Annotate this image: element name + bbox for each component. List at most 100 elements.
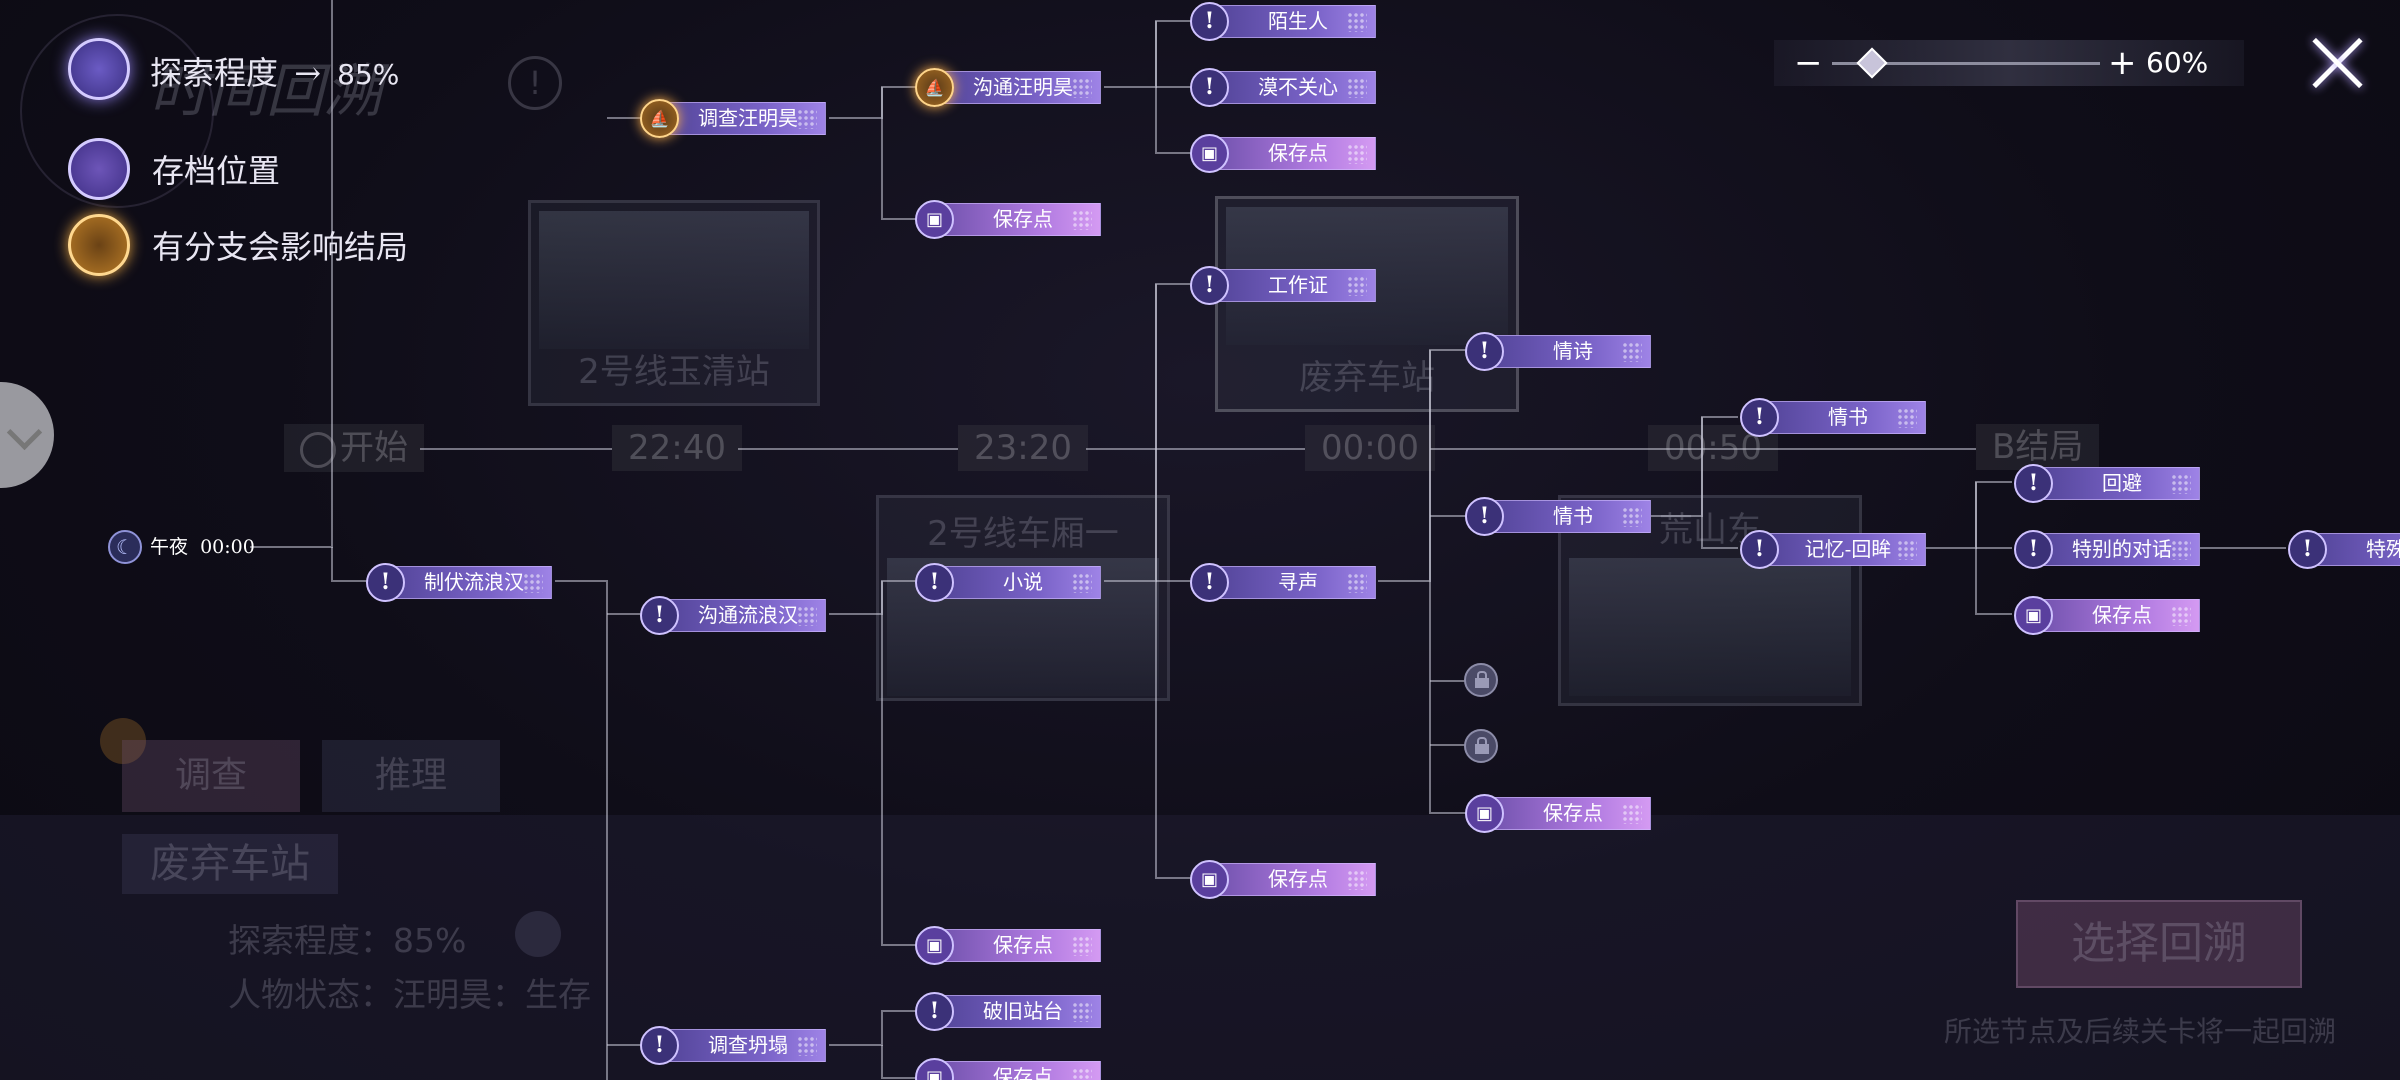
- save-folder-icon: [68, 138, 130, 200]
- zoom-control: − + 60%: [1774, 40, 2244, 86]
- node-dots-deco: [1897, 540, 1917, 560]
- node-label: 漠不关心: [1258, 75, 1338, 99]
- story-node[interactable]: !破旧站台: [915, 992, 1101, 1031]
- save-point-node[interactable]: ▣保存点: [915, 1058, 1101, 1080]
- node-label: 调查汪明昊: [698, 106, 798, 130]
- node-dots-deco: [1347, 78, 1367, 98]
- progress-legend: 探索程度 → 85%: [150, 48, 399, 94]
- story-node[interactable]: ! 回避: [2014, 464, 2200, 503]
- node-bar: [1752, 401, 1926, 434]
- exclamation-icon: !: [1740, 398, 1779, 437]
- node-label: 特别的对话: [2072, 537, 2172, 561]
- ghost-branch-icon: [100, 718, 146, 764]
- branch-legend: 有分支会影响结局: [152, 228, 409, 266]
- story-node[interactable]: ! 特殊梦: [2288, 530, 2400, 569]
- node-bar: [1752, 533, 1926, 566]
- node-label: 保存点: [1543, 801, 1603, 825]
- info-progress: 探索程度：85%: [228, 921, 467, 960]
- story-node[interactable]: !漠不关心: [1190, 68, 1376, 107]
- exclamation-icon: !: [640, 596, 679, 635]
- node-bar: [1202, 71, 1376, 104]
- zoom-out-button[interactable]: −: [1794, 43, 1823, 83]
- exclamation-icon: !: [2014, 464, 2053, 503]
- node-dots-deco: [2171, 540, 2191, 560]
- node-label: 保存点: [1268, 867, 1328, 891]
- node-label: 回避: [2102, 471, 2142, 495]
- branch-node[interactable]: ⛵ 调查汪明昊: [640, 99, 826, 138]
- branch-node[interactable]: ⛵沟通汪明昊: [915, 68, 1101, 107]
- save-point-node[interactable]: ▣保存点: [915, 926, 1101, 965]
- start-marker: 开始: [284, 424, 424, 472]
- node-label: 保存点: [993, 1065, 1053, 1080]
- node-bar: [1477, 500, 1651, 533]
- save-point-node[interactable]: ▣保存点: [1190, 860, 1376, 899]
- lock-shackle: [1477, 671, 1487, 680]
- locked-node[interactable]: [1464, 663, 1498, 697]
- scene-card-1: 2号线玉清站: [528, 200, 820, 406]
- node-bar: [927, 995, 1101, 1028]
- node-bar: [1477, 335, 1651, 368]
- ghost-info-icon: !: [508, 56, 562, 110]
- branch-sail-icon: ⛵: [640, 99, 679, 138]
- scene-caption: 废弃车站: [1299, 358, 1435, 398]
- node-bar: [2026, 599, 2200, 632]
- exclamation-icon: !: [2288, 530, 2327, 569]
- node-bar: [1202, 863, 1376, 896]
- node-dots-deco: [1347, 12, 1367, 32]
- locked-node[interactable]: [1464, 729, 1498, 763]
- node-bar: [1202, 269, 1376, 302]
- exclamation-icon: !: [915, 563, 954, 602]
- node-label: 制伏流浪汉: [424, 570, 524, 594]
- node-dots-deco: [1347, 144, 1367, 164]
- node-label: 小说: [1003, 570, 1043, 594]
- node-bar: [652, 102, 826, 135]
- story-node[interactable]: !寻声: [1190, 563, 1376, 602]
- save-point-node[interactable]: ▣保存点: [2014, 596, 2200, 635]
- node-bar: [652, 599, 826, 632]
- node-dots-deco: [1072, 1068, 1092, 1080]
- save-point-node[interactable]: ▣保存点: [915, 200, 1101, 239]
- select-rewind-button[interactable]: 选择回溯: [2016, 900, 2302, 988]
- node-bar: [1477, 797, 1651, 830]
- time-marker: 23:20: [958, 425, 1088, 471]
- zoom-slider-thumb[interactable]: [1856, 47, 1888, 79]
- node-label: 沟通流浪汉: [698, 603, 798, 627]
- node-label: 保存点: [2092, 603, 2152, 627]
- exclamation-icon: !: [2014, 530, 2053, 569]
- story-node[interactable]: ! 特别的对话: [2014, 530, 2200, 569]
- story-node[interactable]: !情诗: [1465, 332, 1651, 371]
- time-marker: 22:40: [612, 425, 742, 471]
- node-label: 沟通汪明昊: [973, 75, 1073, 99]
- close-button[interactable]: [2308, 34, 2366, 92]
- zoom-in-button[interactable]: +: [2108, 43, 2137, 83]
- story-node[interactable]: !制伏流浪汉: [366, 563, 552, 602]
- save-folder-icon: ▣: [1465, 794, 1504, 833]
- story-node[interactable]: !工作证: [1190, 266, 1376, 305]
- moon-icon: ☾: [108, 530, 142, 564]
- node-bar: [2026, 467, 2200, 500]
- story-node[interactable]: !陌生人: [1190, 2, 1376, 41]
- save-point-node[interactable]: ▣ 保存点: [1465, 794, 1651, 833]
- story-node[interactable]: ! 情书: [1740, 398, 1926, 437]
- tab-reason: 推理: [322, 740, 500, 812]
- node-dots-deco: [797, 109, 817, 129]
- node-label: 破旧站台: [983, 999, 1063, 1023]
- story-node[interactable]: ! 小说: [915, 563, 1101, 602]
- node-label: 工作证: [1268, 273, 1328, 297]
- node-label: 情书: [1828, 405, 1868, 429]
- lock-icon: [1475, 744, 1489, 754]
- node-label: 陌生人: [1268, 9, 1328, 33]
- story-node[interactable]: !调查坍塌: [640, 1026, 826, 1065]
- story-node[interactable]: ! 沟通流浪汉: [640, 596, 826, 635]
- info-panel: [0, 815, 2400, 1080]
- zoom-track[interactable]: [1832, 62, 2100, 65]
- exclamation-icon: !: [1190, 563, 1229, 602]
- save-folder-icon: ▣: [915, 200, 954, 239]
- save-point-node[interactable]: ▣保存点: [1190, 134, 1376, 173]
- story-node[interactable]: !情书: [1465, 497, 1651, 536]
- node-dots-deco: [1072, 573, 1092, 593]
- node-dots-deco: [2171, 474, 2191, 494]
- node-bar: [927, 1061, 1101, 1080]
- node-label: 特殊梦: [2366, 537, 2400, 561]
- story-node[interactable]: !记忆-回眸: [1740, 530, 1926, 569]
